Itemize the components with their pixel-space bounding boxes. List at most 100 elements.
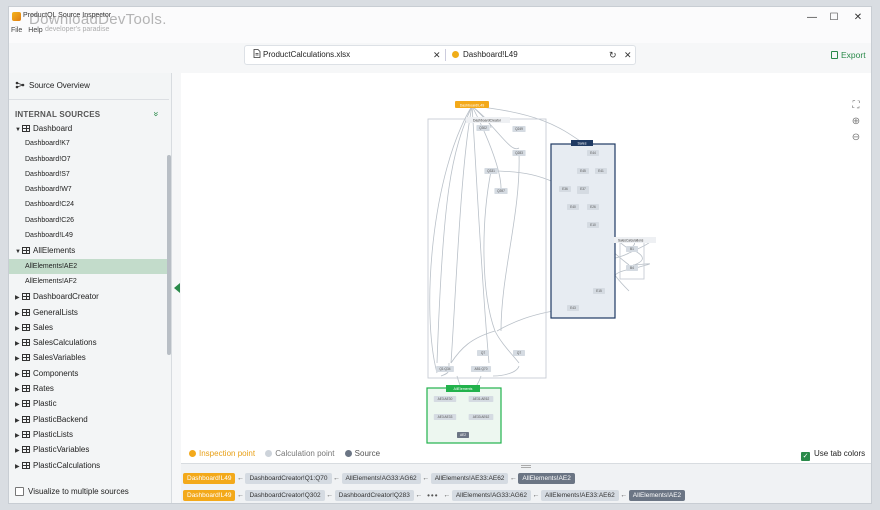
graph-node[interactable] bbox=[512, 126, 526, 132]
caret-right-icon[interactable]: ▶ bbox=[15, 295, 20, 302]
sidebar-scrollbar[interactable] bbox=[167, 155, 171, 355]
menu-file[interactable]: File bbox=[11, 27, 23, 34]
graph-node[interactable] bbox=[470, 366, 492, 372]
trace-chip[interactable]: AllElements!AE33:AE62 bbox=[541, 490, 619, 501]
close-file-tab-button[interactable]: ✕ bbox=[433, 50, 441, 60]
trace-chip[interactable]: DashboardCreator!Q283 bbox=[334, 490, 414, 501]
trace-chip[interactable]: DashboardCreator!Q302 bbox=[245, 490, 325, 501]
graph-node[interactable] bbox=[587, 204, 599, 210]
caret-right-icon[interactable]: ▶ bbox=[15, 463, 20, 470]
tree-group-plasticvariables[interactable]: ▶PlasticVariables bbox=[9, 442, 169, 457]
fit-view-icon[interactable]: ⛶ bbox=[852, 100, 860, 111]
panel-resize-handle[interactable] bbox=[521, 465, 531, 468]
graph-node[interactable] bbox=[593, 288, 605, 294]
graph-node[interactable] bbox=[626, 246, 638, 252]
tree-item[interactable]: Dashboard!W7 bbox=[25, 186, 72, 194]
sidebar-collapse-icon[interactable] bbox=[174, 283, 180, 293]
tree-item[interactable]: Dashboard!L49 bbox=[25, 232, 73, 240]
minimize-button[interactable]: — bbox=[807, 12, 817, 23]
graph-node[interactable] bbox=[436, 366, 454, 372]
visualize-multiple-checkbox[interactable]: Visualize to multiple sources bbox=[15, 487, 129, 496]
graph-node[interactable] bbox=[484, 168, 498, 174]
tree-group-allelements[interactable]: ▼AllElements bbox=[9, 243, 169, 258]
dependency-graph[interactable]: Dashboard!L49 DashboardCreator Sales Sal… bbox=[181, 73, 871, 449]
trace-chip[interactable]: DashboardCreator!Q1:Q70 bbox=[245, 473, 332, 484]
tree-item[interactable]: AllElements!AE2 bbox=[9, 258, 169, 274]
use-tab-colors-checkbox[interactable]: ✓Use tab colors bbox=[801, 449, 865, 461]
zoom-in-icon[interactable]: ⊕ bbox=[851, 116, 861, 127]
tree-group-components[interactable]: ▶Components bbox=[9, 366, 169, 381]
source-overview-link[interactable]: Source Overview bbox=[15, 81, 90, 90]
tree-group-salesvariables[interactable]: ▶SalesVariables bbox=[9, 350, 169, 365]
caret-right-icon[interactable]: ▶ bbox=[15, 448, 20, 455]
tree-group-sales[interactable]: ▶Sales bbox=[9, 320, 169, 335]
caret-right-icon[interactable]: ▶ bbox=[15, 387, 20, 394]
trace-chip[interactable]: AllElements!AG33:AG62 bbox=[341, 473, 421, 484]
tree-group-generallists[interactable]: ▶GeneralLists bbox=[9, 305, 169, 320]
caret-down-icon[interactable]: ▼ bbox=[15, 127, 21, 133]
graph-node[interactable] bbox=[587, 150, 599, 156]
graph-node[interactable] bbox=[457, 432, 469, 438]
caret-right-icon[interactable]: ▶ bbox=[15, 325, 20, 332]
graph-node[interactable] bbox=[559, 186, 571, 192]
tree-item[interactable]: Dashboard!C24 bbox=[25, 201, 75, 209]
tree-item[interactable]: Dashboard!K7 bbox=[25, 140, 70, 148]
sheet-grid-icon bbox=[22, 446, 30, 454]
collapse-all-icon[interactable]: » bbox=[151, 111, 162, 117]
caret-down-icon[interactable]: ▼ bbox=[15, 249, 21, 256]
graph-node[interactable] bbox=[513, 350, 525, 356]
tree-group-plastic[interactable]: ▶Plastic bbox=[9, 396, 169, 411]
graph-node[interactable] bbox=[577, 186, 589, 192]
graph-node[interactable] bbox=[587, 222, 599, 228]
graph-node[interactable] bbox=[468, 414, 494, 420]
menu-help[interactable]: Help bbox=[28, 27, 43, 34]
trace-chip[interactable]: AllElements!AE33:AE62 bbox=[430, 473, 509, 484]
trace-chip[interactable]: AllElements!AE2 bbox=[518, 473, 575, 484]
caret-right-icon[interactable]: ▶ bbox=[15, 432, 20, 439]
tree-group-salescalculations[interactable]: ▶SalesCalculations bbox=[9, 335, 169, 350]
graph-node[interactable] bbox=[512, 150, 526, 156]
graph-node[interactable] bbox=[567, 204, 579, 210]
graph-node[interactable] bbox=[626, 265, 638, 271]
graph-node[interactable] bbox=[468, 396, 494, 402]
export-button[interactable]: Export bbox=[831, 50, 866, 60]
tree-item[interactable]: Dashboard!S7 bbox=[25, 170, 70, 178]
trace-chip[interactable]: Dashboard!L49 bbox=[183, 490, 236, 501]
caret-right-icon[interactable]: ▶ bbox=[15, 402, 20, 409]
reset-cell-button[interactable]: ↻ bbox=[609, 50, 617, 60]
trace-ellipsis[interactable]: ••• bbox=[427, 491, 439, 500]
tree-group-dashboardcreator[interactable]: ▶DashboardCreator bbox=[9, 289, 169, 304]
root-node[interactable] bbox=[455, 101, 489, 108]
maximize-button[interactable]: ☐ bbox=[829, 12, 839, 23]
trace-chip[interactable]: Dashboard!L49 bbox=[183, 473, 236, 484]
graph-node[interactable] bbox=[476, 125, 490, 131]
graph-node[interactable] bbox=[433, 396, 457, 402]
tree-item[interactable]: Dashboard!O7 bbox=[25, 155, 71, 163]
graph-node[interactable] bbox=[577, 168, 589, 174]
tree-group-plasticcalculations[interactable]: ▶PlasticCalculations bbox=[9, 458, 169, 473]
trace-chip[interactable]: AllElements!AE2 bbox=[628, 490, 686, 501]
graph-node[interactable] bbox=[477, 350, 489, 356]
tree-group-rates[interactable]: ▶Rates bbox=[9, 381, 169, 396]
caret-right-icon[interactable]: ▶ bbox=[15, 356, 20, 363]
caret-right-icon[interactable]: ▶ bbox=[15, 371, 20, 378]
graph-node[interactable] bbox=[494, 188, 508, 194]
graph-node[interactable] bbox=[433, 414, 457, 420]
tree-item[interactable]: Dashboard!C26 bbox=[25, 216, 75, 224]
close-window-button[interactable]: ✕ bbox=[853, 12, 863, 23]
tree-group-dashboard[interactable]: ▼Dashboard bbox=[9, 121, 169, 136]
tree-group-plasticbackend[interactable]: ▶PlasticBackend bbox=[9, 412, 169, 427]
graph-node[interactable] bbox=[567, 305, 579, 311]
zoom-out-icon[interactable]: ⊖ bbox=[851, 132, 861, 143]
cell-tab-label[interactable]: Dashboard!L49 bbox=[463, 50, 518, 59]
tree-item[interactable]: AllElements!AF2 bbox=[25, 277, 77, 285]
close-cell-tab-button[interactable]: ✕ bbox=[624, 50, 632, 60]
tree-group-plasticlists[interactable]: ▶PlasticLists bbox=[9, 427, 169, 442]
caret-right-icon[interactable]: ▶ bbox=[15, 310, 20, 317]
trace-chip[interactable]: AllElements!AG33:AG62 bbox=[451, 490, 532, 501]
file-tab[interactable]: ProductCalculations.xlsx bbox=[253, 46, 350, 64]
graph-node[interactable] bbox=[595, 168, 607, 174]
caret-right-icon[interactable]: ▶ bbox=[15, 341, 20, 348]
graph-canvas[interactable]: Dashboard!L49 DashboardCreator Sales Sal… bbox=[181, 73, 871, 463]
caret-right-icon[interactable]: ▶ bbox=[15, 417, 20, 424]
